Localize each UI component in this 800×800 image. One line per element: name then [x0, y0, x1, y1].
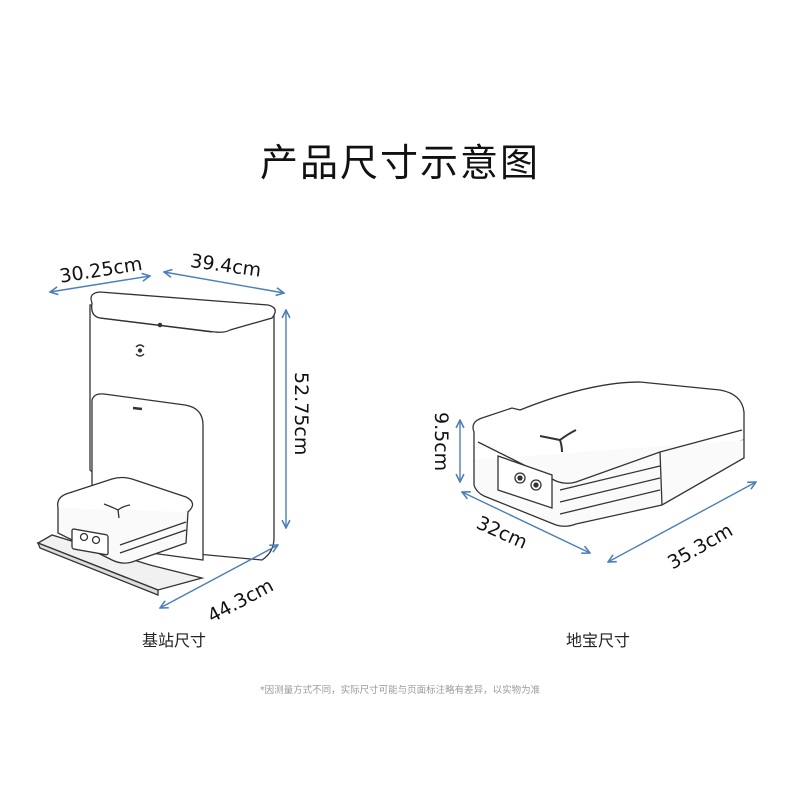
robot-dimension-lines [460, 420, 756, 562]
base-station-dimension-lines [50, 272, 286, 608]
robot-illustration [472, 381, 745, 527]
robot-height-label: 9.5cm [430, 412, 452, 472]
base-height-label: 52.75cm [290, 372, 312, 456]
base-station-illustration [36, 291, 276, 596]
footnote: *因测量方式不同，实际尺寸可能与页面标注略有差异，以实物为准 [259, 685, 541, 696]
base-station-caption: 基站尺寸 [142, 631, 207, 650]
page-title: 产品尺寸示意图 [259, 141, 540, 185]
robot-caption: 地宝尺寸 [566, 631, 631, 650]
